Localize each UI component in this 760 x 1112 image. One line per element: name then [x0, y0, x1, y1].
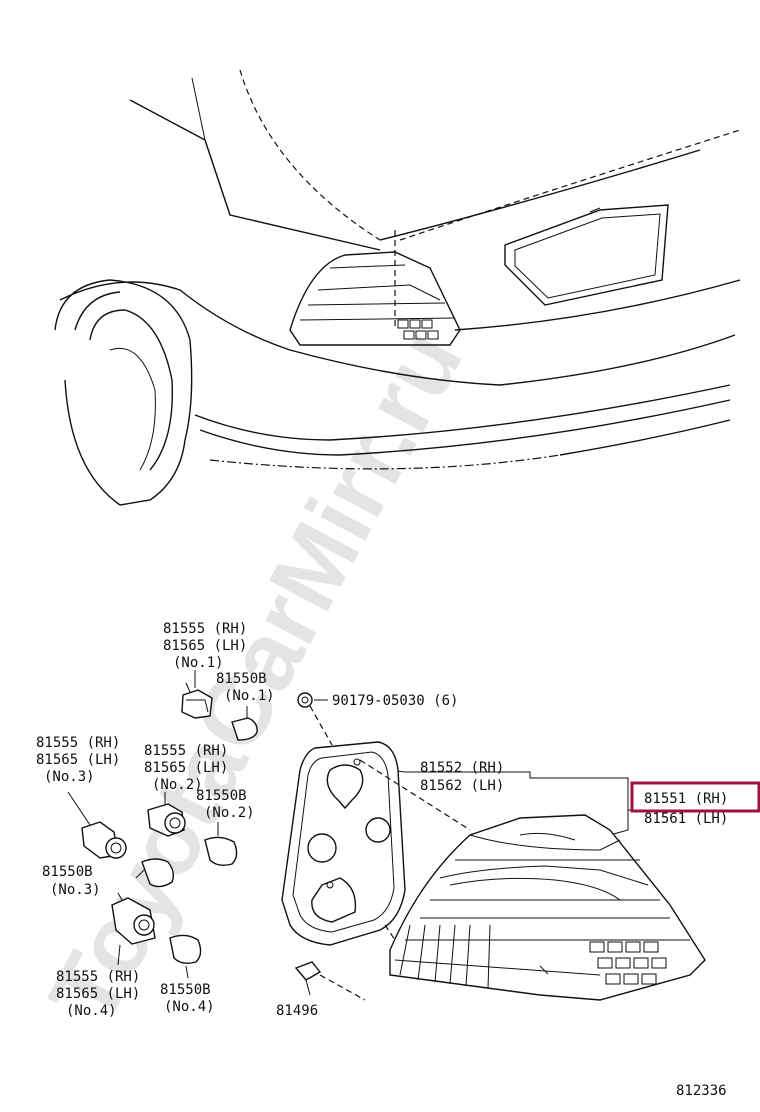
- label-left-socket-lh: 81565 (LH): [36, 752, 120, 768]
- tail-lamp-assembly: [389, 814, 706, 1001]
- bulb-no2-part: [204, 822, 238, 867]
- socket-no1-part: [181, 670, 213, 719]
- label-gasket-lh: 81562 (LH): [420, 778, 504, 794]
- bulb-no4-part: [169, 934, 202, 979]
- label-mid-socket-lh: 81565 (LH): [144, 760, 228, 776]
- label-mid-socket-rh: 81555 (RH): [144, 743, 228, 759]
- label-nut: 90179-05030 (6): [332, 693, 458, 709]
- label-top-bracket-lh: 81565 (LH): [163, 638, 247, 654]
- label-mid-bulb-no: (No.2): [204, 805, 255, 821]
- exploded-parts: [67, 670, 706, 1001]
- label-left-socket-no: (No.3): [44, 769, 95, 785]
- screw-part: [294, 961, 322, 996]
- highlight-box: [630, 781, 760, 813]
- label-top-bracket-rh: 81555 (RH): [163, 621, 247, 637]
- label-bottom-bulb-no: (No.4): [164, 999, 215, 1015]
- socket-no3-part: [67, 791, 127, 859]
- label-mid-bulb-part: 81550B: [196, 788, 247, 804]
- label-gasket-rh: 81552 (RH): [420, 760, 504, 776]
- label-bottom-socket-lh: 81565 (LH): [56, 986, 140, 1002]
- label-bottom-socket-rh: 81555 (RH): [56, 969, 140, 985]
- label-lamp-rh: 81551 (RH): [644, 791, 728, 807]
- label-bottom-bulb-part: 81550B: [160, 982, 211, 998]
- label-bulb-no3-no: (No.3): [50, 882, 101, 898]
- socket-no4-part: [111, 892, 156, 966]
- lamp-gasket-part: [281, 741, 406, 946]
- label-bulb-no3-part: 81550B: [42, 864, 93, 880]
- label-top-bulb-no: (No.1): [224, 688, 275, 704]
- car-rear-illustration: [54, 69, 741, 506]
- label-top-bulb-part: 81550B: [216, 671, 267, 687]
- label-mid-socket-no: (No.2): [152, 777, 203, 793]
- part-labels: 81555 (RH) 81565 (LH) (No.1) 81550B (No.…: [36, 621, 760, 1099]
- label-screw: 81496: [276, 1003, 318, 1019]
- bulb-no1-part: [231, 706, 258, 741]
- figure-number: 812336: [676, 1083, 727, 1099]
- label-top-bracket-no: (No.1): [173, 655, 224, 671]
- label-lamp-lh: 81561 (LH): [644, 811, 728, 827]
- label-left-socket-rh: 81555 (RH): [36, 735, 120, 751]
- label-bottom-socket-no: (No.4): [66, 1003, 117, 1019]
- socket-no2-part: [147, 792, 186, 837]
- bulb-no3-part: [135, 858, 175, 888]
- nut-part: [297, 692, 333, 746]
